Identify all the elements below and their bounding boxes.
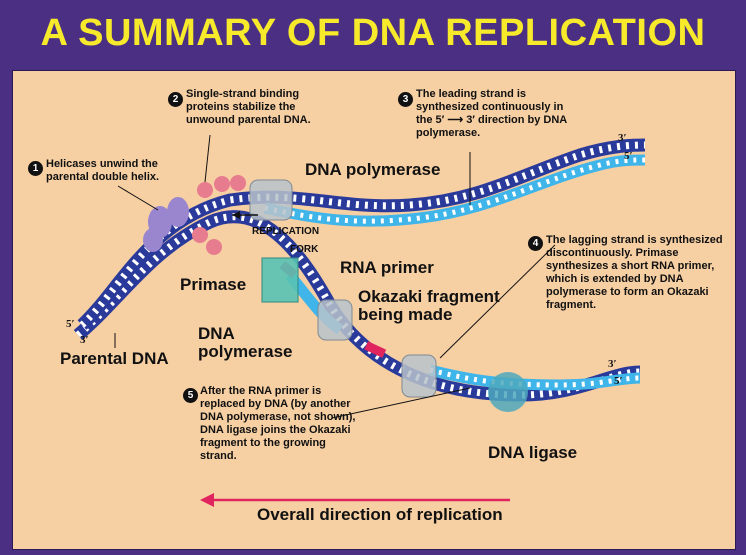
rna-primer-lagging <box>364 341 387 358</box>
label-dna-polymerase-left-line2: polymerase <box>198 342 293 361</box>
label-okazaki-line2: being made <box>358 305 453 324</box>
step-5-text: After the RNA primer is replaced by DNA … <box>200 385 356 462</box>
leading-strand <box>263 154 646 227</box>
label-overall-direction: Overall direction of replication <box>257 505 503 524</box>
step-4-text: The lagging strand is synthesized discon… <box>546 234 723 311</box>
step-1-text: Helicases unwind the parental double hel… <box>46 158 160 183</box>
step-2-number: 2 <box>168 92 183 107</box>
primase-protein <box>261 257 299 303</box>
label-dna-polymerase-left-line1: DNA <box>198 324 235 343</box>
leader-lines <box>114 134 556 419</box>
dna-polymerase-leading <box>249 179 293 221</box>
label-okazaki-line1: Okazaki fragment <box>358 287 500 306</box>
label-rna-primer: RNA primer <box>340 258 434 277</box>
end-left-3: 3′ <box>80 334 89 346</box>
dna-ligase-protein <box>488 372 528 412</box>
step-3-number: 3 <box>398 92 413 107</box>
step-4-number: 4 <box>528 236 543 251</box>
dna-polymerase-lagging <box>317 299 353 341</box>
end-bottom-5: 5′ <box>614 375 623 387</box>
label-primase: Primase <box>180 275 247 294</box>
end-left-5: 5′ <box>66 318 75 330</box>
label-dna-ligase: DNA ligase <box>488 443 578 462</box>
label-dna-polymerase-top: DNA polymerase <box>305 160 441 179</box>
end-top-5: 5′ <box>624 150 633 162</box>
page-title: A SUMMARY OF DNA REPLICATION <box>40 12 706 54</box>
step-5-number: 5 <box>183 388 198 403</box>
step-2-text: Single-strand binding proteins stabilize… <box>186 88 311 126</box>
label-replication-fork-line1: Replication <box>252 226 320 237</box>
label-replication-fork-line2: fork <box>290 244 319 255</box>
end-top-3: 3′ <box>618 132 627 144</box>
end-bottom-3: 3′ <box>608 358 617 370</box>
step-1-number: 1 <box>28 161 43 176</box>
dna-polymerase-second <box>401 354 437 398</box>
ssb-protein <box>197 182 213 198</box>
label-parental-dna: Parental DNA <box>60 349 169 368</box>
step-3-text: The leading strand is synthesized contin… <box>416 88 567 139</box>
